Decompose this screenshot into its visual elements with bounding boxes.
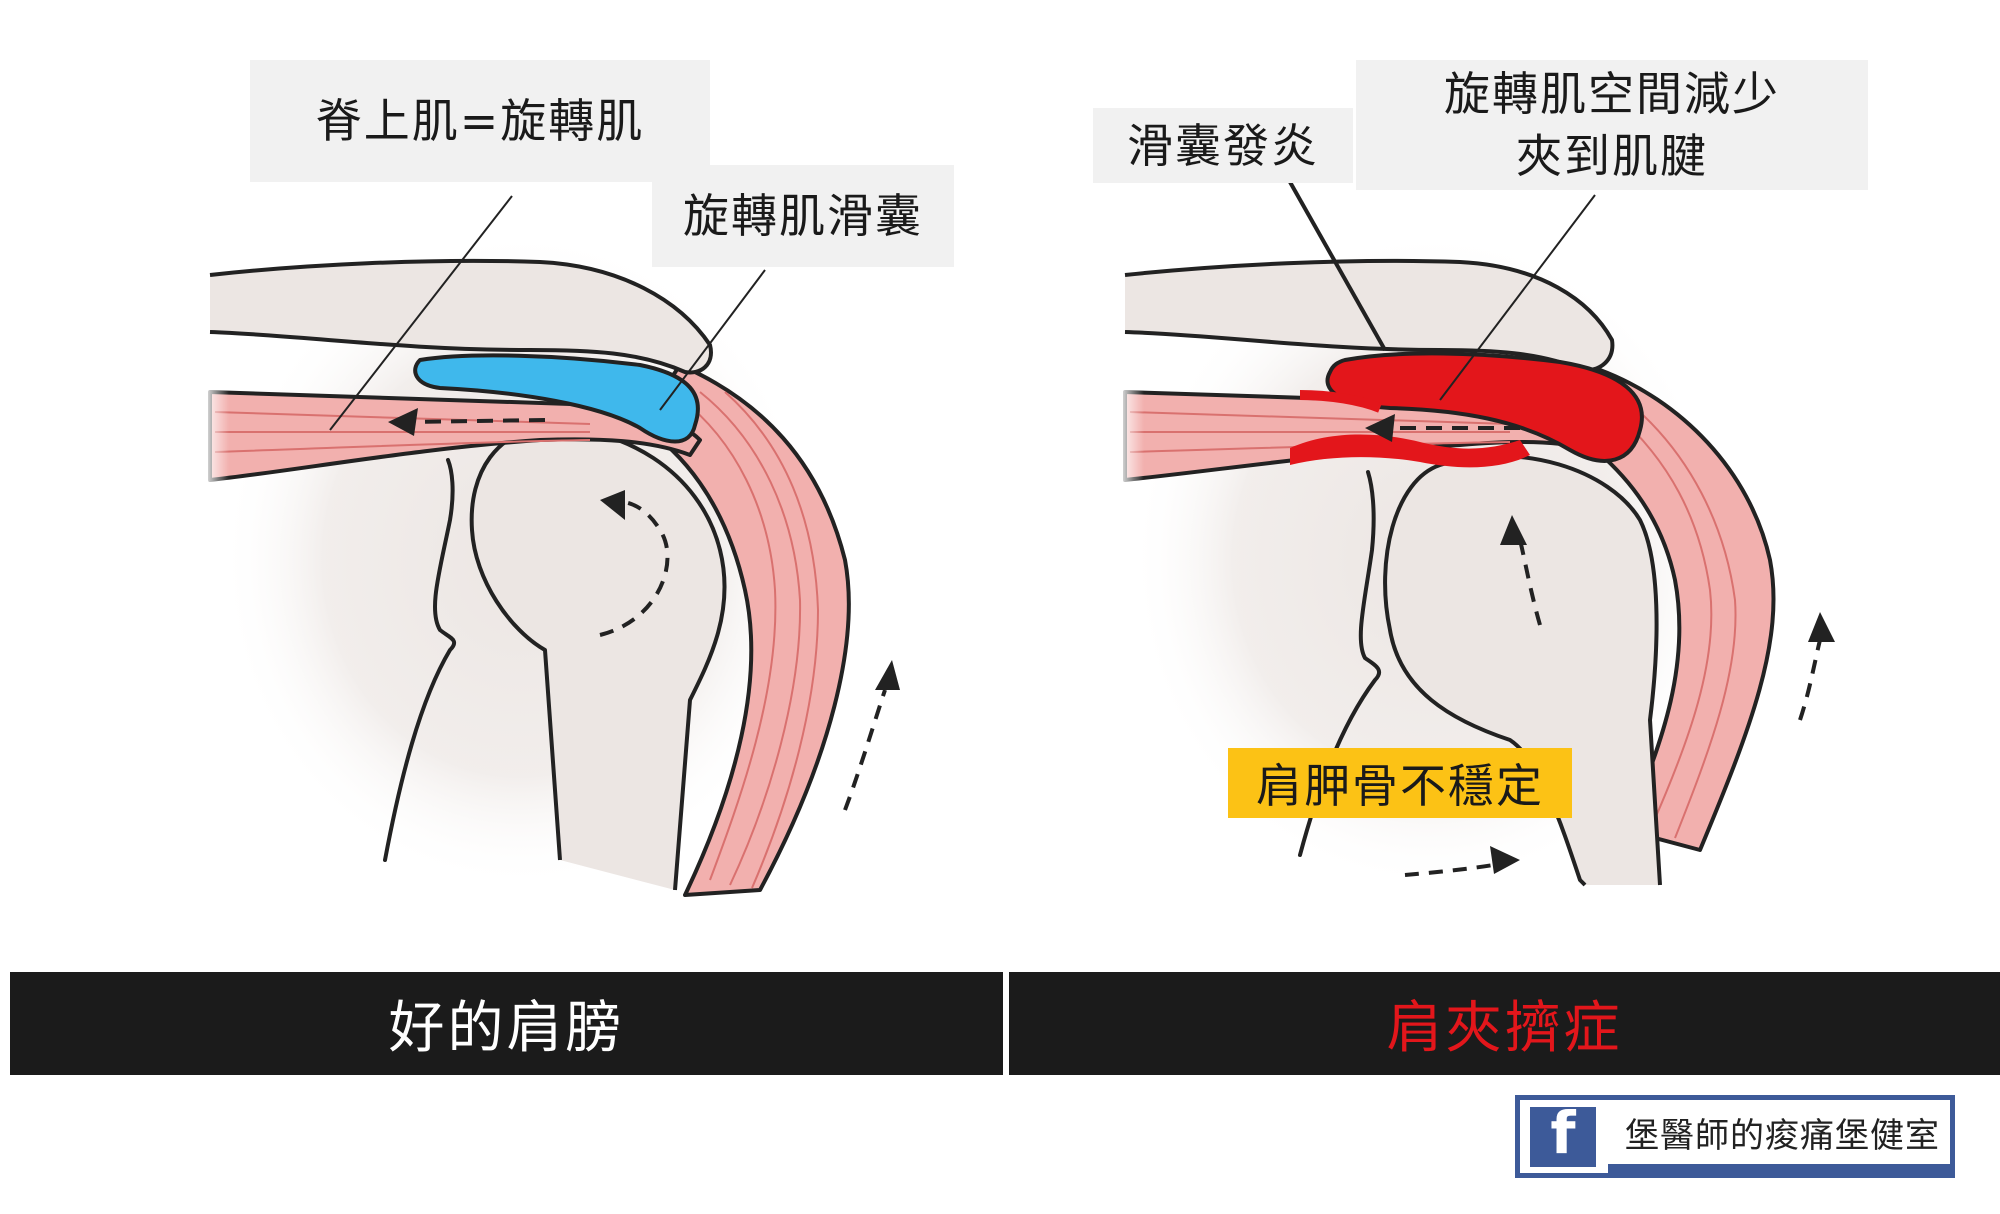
leader-line-bursitis <box>1288 181 1387 351</box>
impingement-shoulder-illustration <box>1075 181 1835 890</box>
acromion-fade <box>160 260 270 350</box>
label-bursa-text: 旋轉肌滑囊 <box>683 189 923 243</box>
acromion-bone <box>209 258 713 375</box>
label-scapula-text: 肩胛骨不穩定 <box>1256 759 1544 813</box>
badge-underline <box>1608 1164 1950 1173</box>
label-bursitis-text: 滑囊發炎 <box>1127 118 1319 173</box>
acromion-bone-right <box>1124 258 1615 373</box>
supraspinatus-muscle <box>205 385 702 485</box>
label-bursitis: 滑囊發炎 <box>1093 108 1353 183</box>
good-shoulder-illustration <box>160 195 900 897</box>
label-bursa: 旋轉肌滑囊 <box>652 165 954 267</box>
arrow-humerus-up <box>1500 515 1542 626</box>
humerus-bone-right <box>1383 454 1662 887</box>
deltoid-muscle-right <box>1588 368 1776 852</box>
deltoid-muscle <box>638 363 851 897</box>
caption-impingement-text: 肩夾擠症 <box>1386 996 1623 1061</box>
arrow-scapula-right <box>1404 846 1520 877</box>
scapula-glenoid <box>383 458 457 862</box>
label-space-line2: 夾到肌腱 <box>1516 129 1708 183</box>
facebook-icon: f <box>1530 1107 1596 1167</box>
arrow-left-motion-right <box>1365 414 1520 442</box>
bursa-inflamed-left <box>1299 390 1382 413</box>
caption-impingement: 肩夾擠症 <box>1009 972 2000 1075</box>
facebook-icon-glyph: f <box>1550 1107 1576 1167</box>
bursa-normal <box>413 353 700 444</box>
facebook-page-name: 堡醫師的痠痛堡健室 <box>1625 1116 1940 1156</box>
arrow-up-motion <box>843 660 900 811</box>
arrow-left-motion <box>388 408 546 436</box>
label-space-reduced: 旋轉肌空間減少 夾到肌腱 <box>1356 60 1868 190</box>
label-space-line1: 旋轉肌空間減少 <box>1444 67 1780 121</box>
leader-line-supraspinatus <box>329 195 513 431</box>
label-supraspinatus-text: 脊上肌=旋轉肌 <box>315 94 645 148</box>
bursa-inflamed-bottom <box>1290 434 1530 468</box>
facebook-page-badge[interactable]: f 堡醫師的痠痛堡健室 <box>1515 1095 1955 1178</box>
bursa-inflamed-top <box>1325 351 1644 463</box>
arrow-rotation <box>599 490 670 637</box>
caption-good-shoulder: 好的肩膀 <box>10 972 1003 1075</box>
label-supraspinatus: 脊上肌=旋轉肌 <box>250 60 710 182</box>
label-scapula-unstable: 肩胛骨不穩定 <box>1228 748 1572 818</box>
leader-line-space <box>1439 194 1596 401</box>
leader-line-bursa <box>659 269 766 411</box>
caption-good-text: 好的肩膀 <box>388 996 625 1061</box>
arrow-deltoid-up <box>1798 612 1835 721</box>
